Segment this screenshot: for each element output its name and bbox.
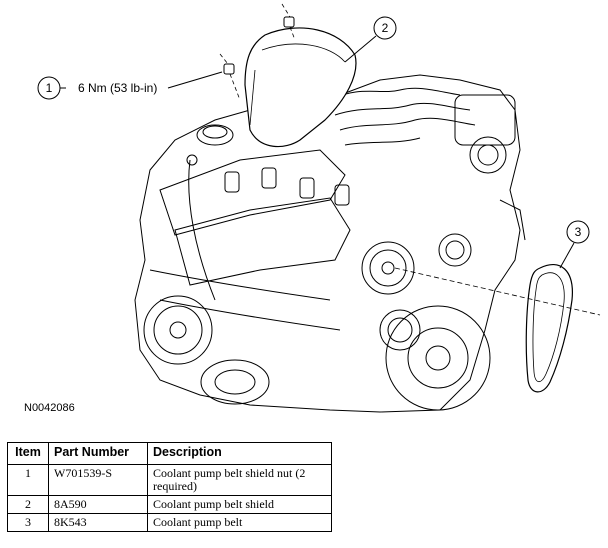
callout-3: 3	[559, 220, 590, 269]
cell-part-number: W701539-S	[48, 464, 148, 496]
shield-nut-lower	[223, 63, 235, 75]
shield-nut-upper	[283, 16, 295, 28]
cell-item: 2	[7, 495, 49, 514]
callout-1: 1 6 Nm (53 lb-in)	[37, 71, 223, 100]
col-header-description: Description	[147, 442, 332, 465]
callout-2: 2	[344, 16, 397, 63]
table-row: 1 W701539-S Coolant pump belt shield nut…	[7, 464, 332, 496]
table-row: 2 8A590 Coolant pump belt shield	[7, 495, 332, 514]
cell-part-number: 8A590	[48, 495, 148, 514]
parts-table: Item Part Number Description 1 W701539-S…	[7, 442, 332, 532]
svg-text:1: 1	[46, 81, 53, 95]
cell-description: Coolant pump belt	[147, 513, 332, 532]
table-row: 3 8K543 Coolant pump belt	[7, 513, 332, 532]
table-header-row: Item Part Number Description	[7, 442, 332, 465]
cell-description: Coolant pump belt shield	[147, 495, 332, 514]
cell-description: Coolant pump belt shield nut (2 required…	[147, 464, 332, 496]
cell-item: 1	[7, 464, 49, 496]
engine-illustration: 1 6 Nm (53 lb-in) 2 3	[37, 3, 601, 413]
belt-shield	[244, 27, 357, 148]
engine-block-outline	[134, 74, 521, 413]
figure-id: N0042086	[24, 402, 75, 414]
torque-spec-label: 6 Nm (53 lb-in)	[78, 81, 157, 95]
cell-item: 3	[7, 513, 49, 532]
svg-text:3: 3	[575, 225, 582, 239]
col-header-item: Item	[7, 442, 49, 465]
cell-part-number: 8K543	[48, 513, 148, 532]
col-header-part-number: Part Number	[48, 442, 148, 465]
coolant-pump-belt	[525, 263, 573, 393]
svg-text:2: 2	[382, 21, 389, 35]
